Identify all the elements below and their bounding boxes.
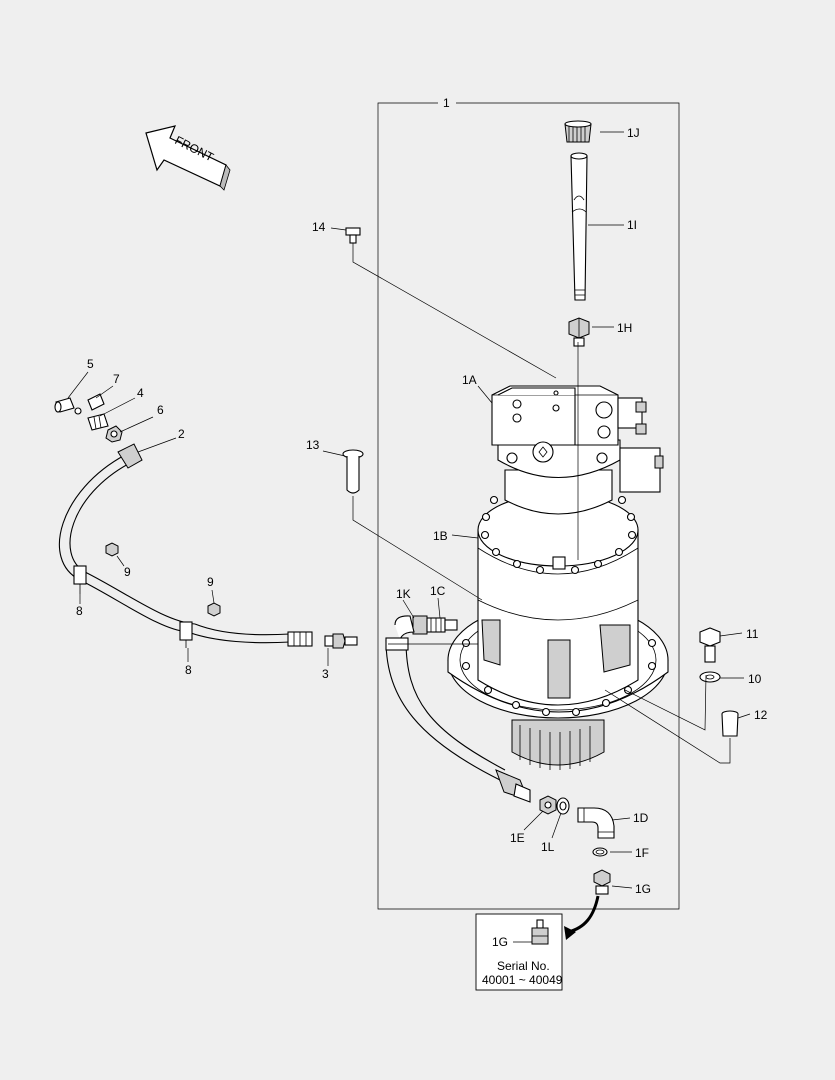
part-9-bolt-a [105,542,119,557]
part-10-washer [699,671,721,683]
callout-1G: 1G [635,882,651,896]
callout-14: 14 [312,220,326,234]
callout-12: 12 [754,708,768,722]
inset-part-label: 1G [492,935,508,949]
part-3-adapter [324,633,358,649]
part-4-fitting [87,413,109,431]
part-9-bolt-b [207,602,221,617]
callout-1F: 1F [635,846,649,860]
callout-10: 10 [748,672,762,686]
callout-9-right: 9 [207,575,214,589]
callout-1K: 1K [396,587,411,601]
callout-4: 4 [137,386,144,400]
front-direction-arrow: FRONT [145,125,231,191]
part-1E-nut [539,795,557,815]
callout-1B: 1B [433,529,448,543]
inset-serial-title: Serial No. [497,959,550,973]
callout-9-left: 9 [124,565,131,579]
part-1I-level-gauge-pipe [570,152,588,301]
part-1L-washer [556,797,570,815]
part-12-cap [721,710,739,737]
part-1J-cap [564,120,592,143]
part-14-bolt [345,227,361,244]
callout-11: 11 [746,627,759,641]
part-oring-small [74,407,82,415]
part-8-clamp-b [179,621,193,648]
part-1F-o-ring [592,847,608,857]
callout-8-left: 8 [76,604,83,618]
drain-hose-left [58,443,313,647]
part-8-clamp-a [73,565,87,594]
part-5-fitting [54,397,75,413]
part-11-bolt [699,627,721,663]
callout-1: 1 [443,96,450,110]
callout-1D: 1D [633,811,649,825]
part-1D-elbow [577,807,615,839]
callout-1J: 1J [627,126,640,140]
callout-1I: 1I [627,218,637,232]
callout-2: 2 [178,427,185,441]
leader-lines [67,131,751,889]
callout-labels: 1 1J 1I 1H 1A 1B 1K 1C 1D 1E 1L 1F 1G 2 … [76,96,768,896]
assembly-1-frame [377,102,680,910]
callout-1A: 1A [462,373,477,387]
part-1K-1C-fittings [394,615,458,641]
callout-1C: 1C [430,584,446,598]
serial-inset-box: 1G Serial No. 40001 ~ 40049 [475,913,563,991]
swing-motor-body [447,385,669,770]
part-1G-plug [593,869,611,895]
callout-7: 7 [113,372,120,386]
callout-8-right: 8 [185,663,192,677]
inset-serial-range: 40001 ~ 40049 [482,973,563,987]
callout-1H: 1H [617,321,632,335]
callout-1L: 1L [541,840,555,854]
callout-13: 13 [306,438,320,452]
part-6-nut [105,425,123,443]
part-7-cap [87,393,105,411]
callout-3: 3 [322,667,329,681]
part-1H-fitting [568,317,590,347]
part-13-pin [342,449,364,494]
callout-1E: 1E [510,831,525,845]
callout-6: 6 [157,403,164,417]
inset-pointer-arrow [564,895,600,940]
flange-bolts [461,638,657,717]
ring-bolts [480,495,637,575]
callout-5: 5 [87,357,94,371]
